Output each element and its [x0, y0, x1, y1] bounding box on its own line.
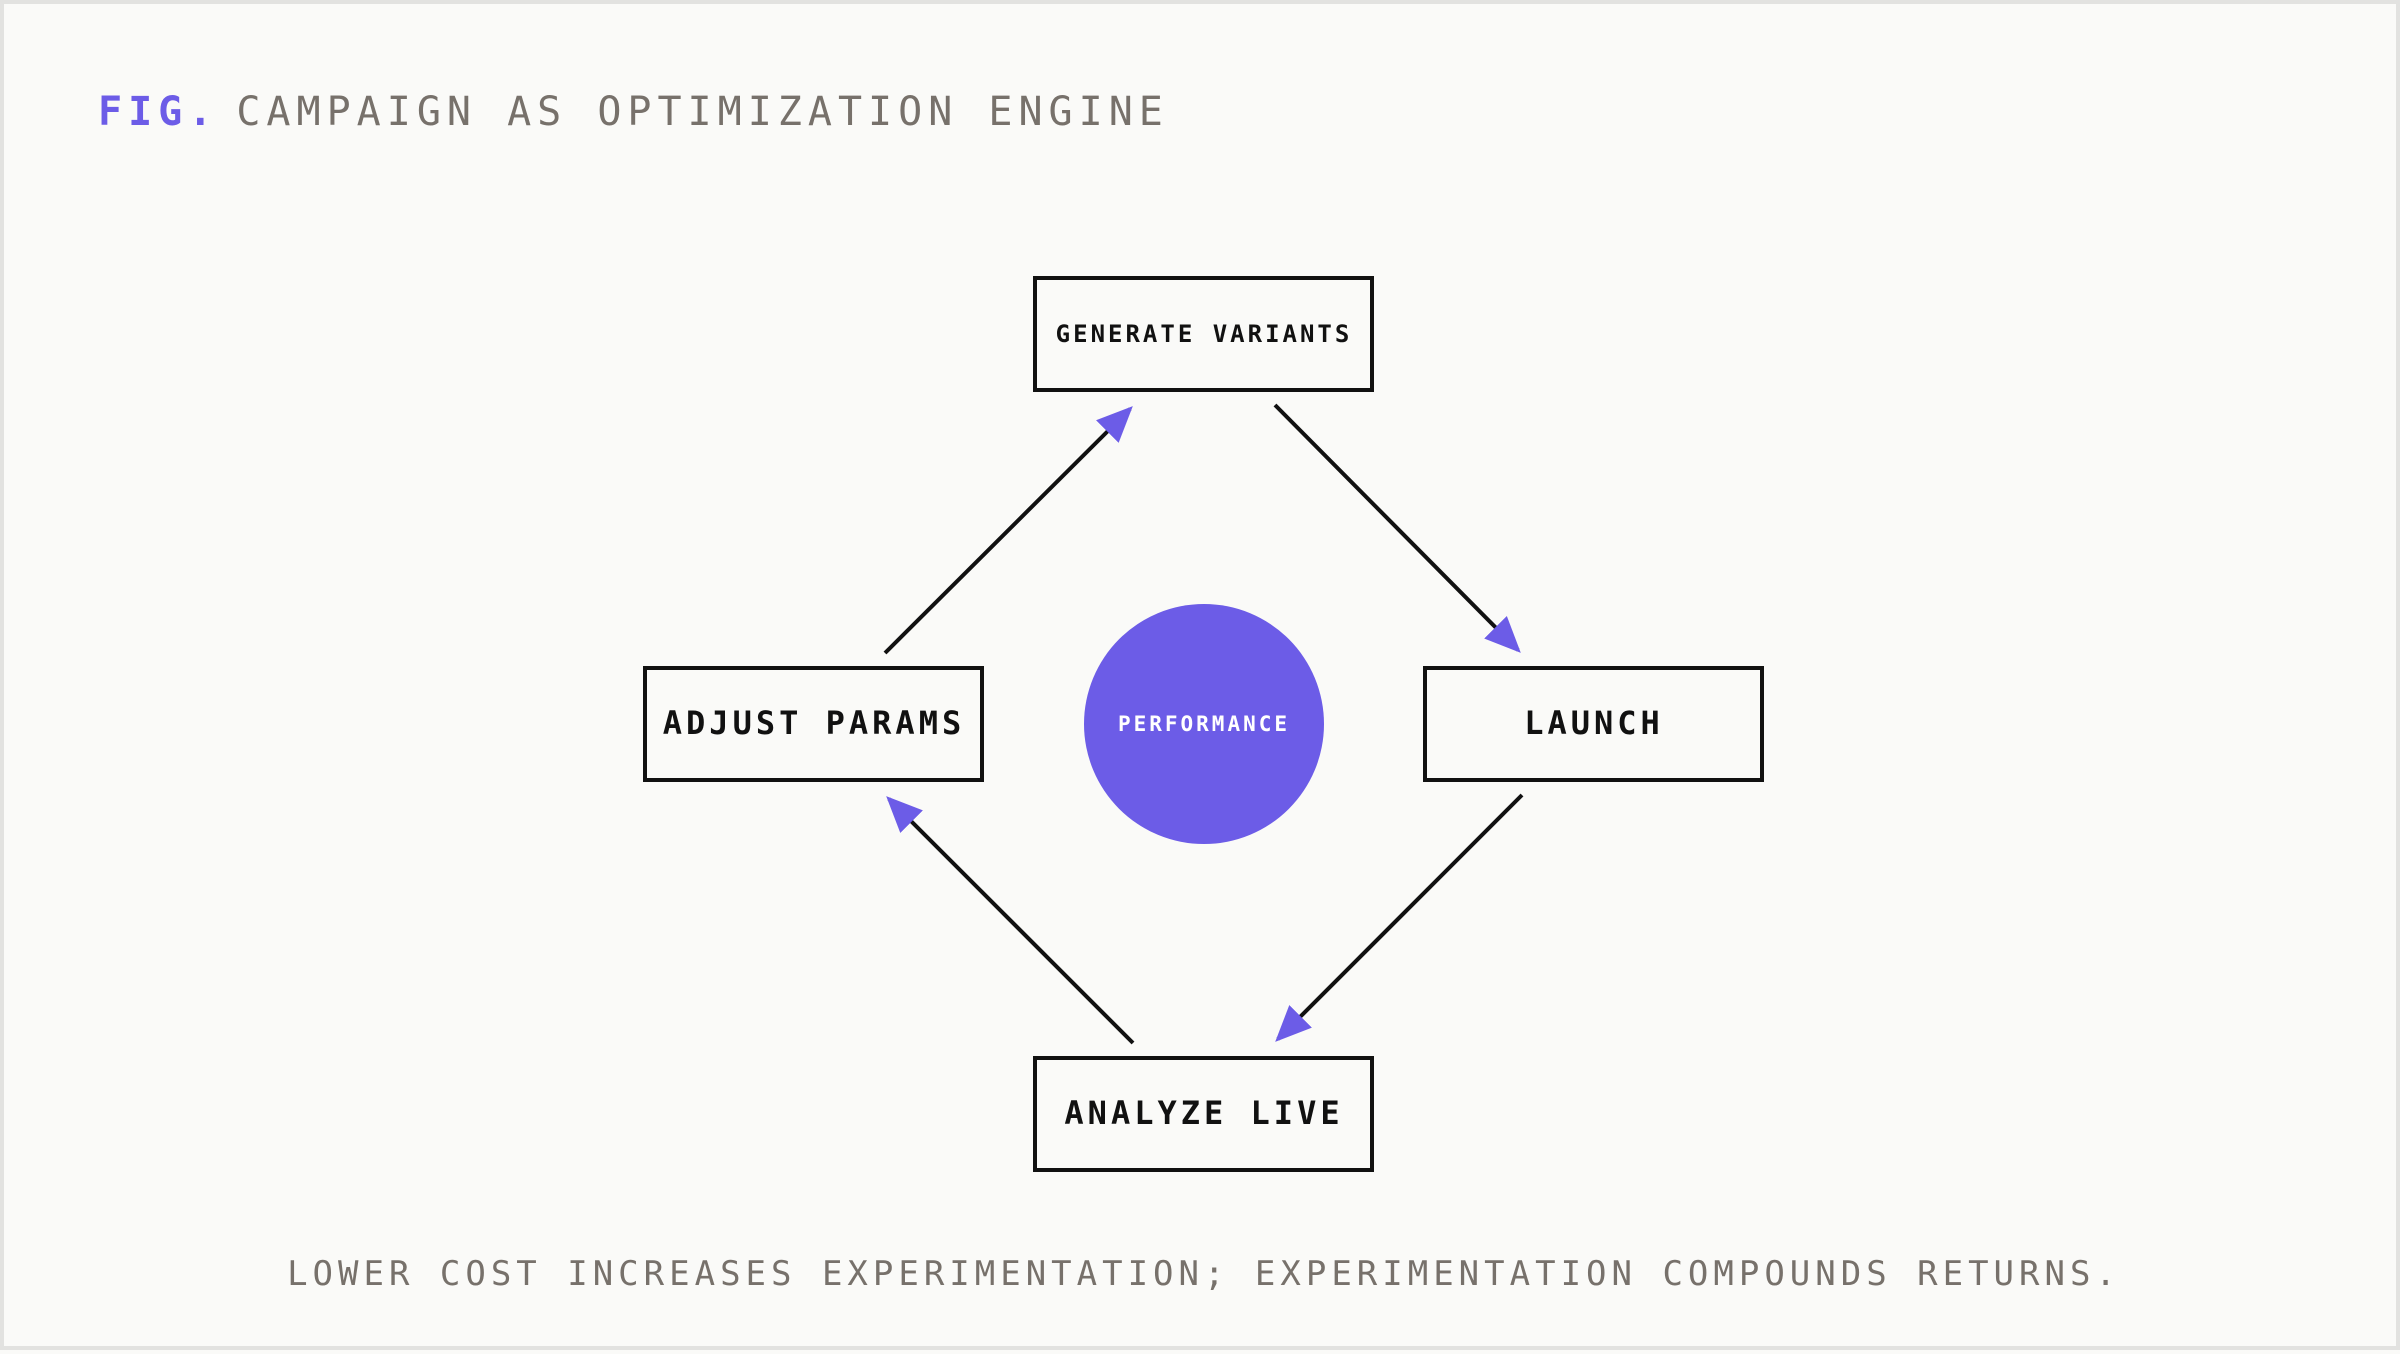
caption: LOWER COST INCREASES EXPERIMENTATION; EX…: [287, 1254, 2121, 1294]
arrow-analyze-to-adjust: [886, 796, 1135, 1045]
optimization-cycle-diagram: GENERATE VARIANTS LAUNCH ANALYZE LIVE AD…: [643, 276, 1764, 1172]
figure-title: CAMPAIGN AS OPTIMIZATION ENGINE: [236, 89, 1169, 135]
node-adjust-params-label: ADJUST PARAMS: [663, 704, 965, 742]
arrow-adjust-to-generate: [883, 406, 1133, 655]
node-generate-variants-label: GENERATE VARIANTS: [1056, 320, 1353, 348]
node-adjust-params: ADJUST PARAMS: [643, 666, 984, 782]
figure-label: FIG.: [98, 89, 219, 135]
node-generate-variants: GENERATE VARIANTS: [1033, 276, 1374, 392]
node-analyze-live: ANALYZE LIVE: [1033, 1056, 1374, 1172]
figure-header: FIG. CAMPAIGN AS OPTIMIZATION ENGINE: [98, 89, 1169, 135]
arrow-launch-to-analyze: [1275, 793, 1524, 1042]
arrow-generate-to-launch: [1273, 403, 1521, 653]
center-performance-label: PERFORMANCE: [1118, 712, 1290, 736]
center-performance-circle: [1084, 604, 1324, 844]
node-launch-label: LAUNCH: [1524, 704, 1664, 742]
node-analyze-live-label: ANALYZE LIVE: [1064, 1094, 1343, 1132]
node-launch: LAUNCH: [1423, 666, 1764, 782]
center-performance: PERFORMANCE: [1084, 604, 1324, 844]
